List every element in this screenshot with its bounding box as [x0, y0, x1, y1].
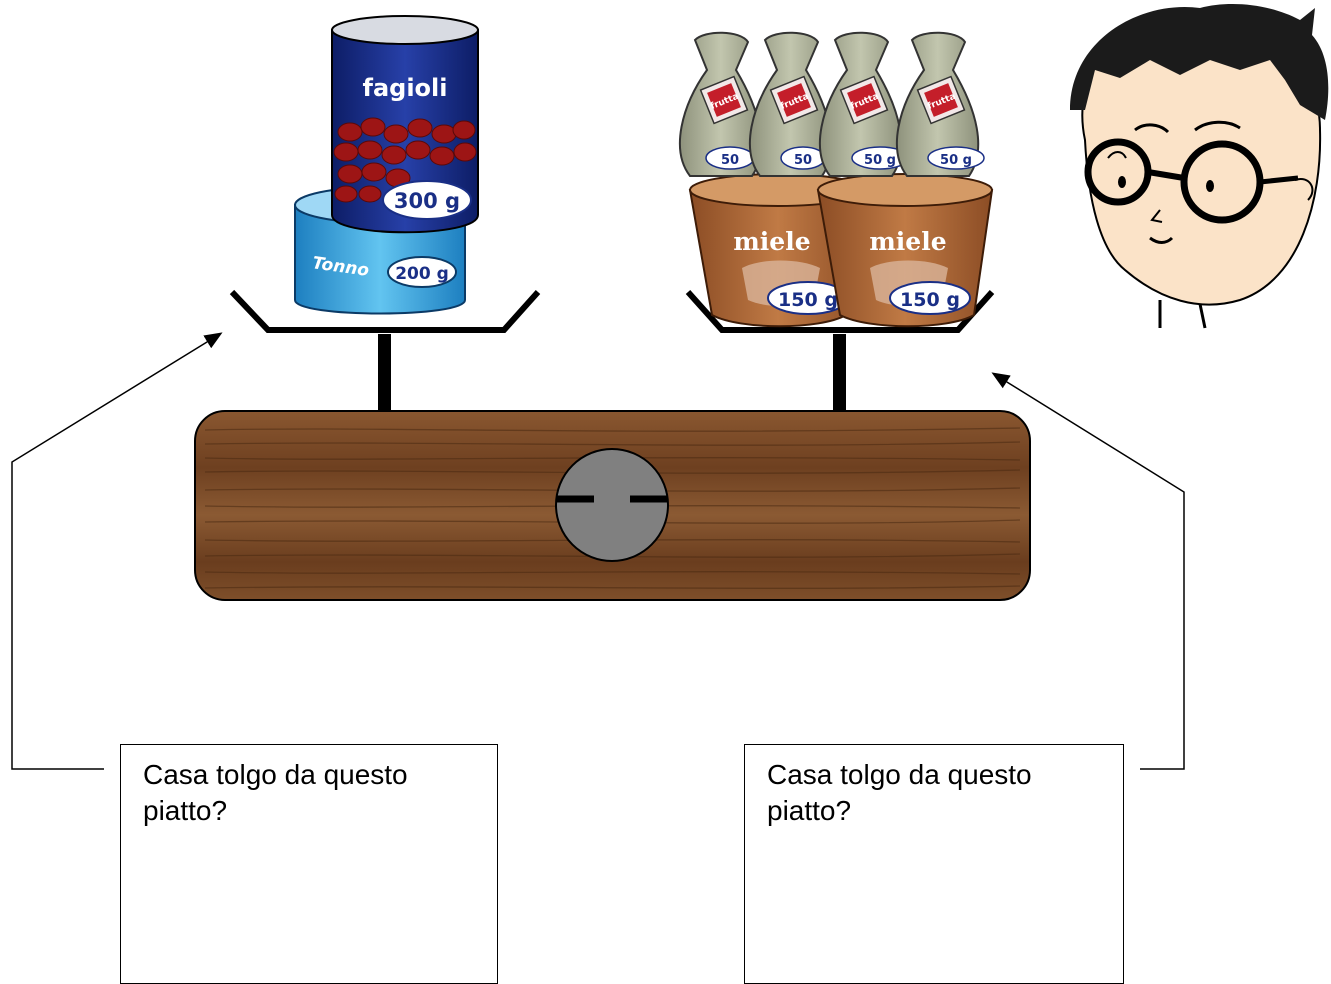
fruit-bag-4: frutta 50 g: [895, 31, 985, 177]
scale-dial: [555, 448, 669, 562]
honey-weight-1: 150 g: [778, 289, 838, 311]
right-question-text: Casa tolgo da questo piatto?: [767, 759, 1032, 826]
bag-weight-4: 50 g: [940, 153, 972, 168]
fruit-bag-1: frutta 50: [678, 31, 763, 177]
honey-label-1: miele: [733, 227, 810, 256]
bean-can: fagioli 300 g: [331, 15, 479, 234]
tuna-weight: 200 g: [395, 264, 449, 284]
left-arrow-connector: [11, 332, 223, 770]
left-question-box[interactable]: Casa tolgo da questo piatto?: [120, 744, 498, 984]
fruit-bag-2: frutta 50: [748, 31, 833, 177]
bean-weight: 300 g: [394, 189, 460, 213]
honey-jar-2: miele 150 g: [816, 173, 994, 328]
bag-weight-3: 50 g: [864, 153, 896, 168]
fruit-bag-3: frutta 50 g: [818, 31, 909, 177]
right-arrow-connector: [991, 372, 1185, 770]
bag-weight-2: 50: [794, 153, 812, 168]
bean-label: fagioli: [363, 74, 448, 102]
left-post: [378, 334, 391, 412]
right-post: [833, 334, 846, 412]
right-question-box[interactable]: Casa tolgo da questo piatto?: [744, 744, 1124, 984]
left-question-text: Casa tolgo da questo piatto?: [143, 759, 408, 826]
honey-weight-2: 150 g: [900, 289, 960, 311]
honey-label-2: miele: [869, 227, 946, 256]
left-pan: [229, 289, 541, 333]
bag-weight-1: 50: [721, 153, 739, 168]
thinking-boy-illustration: [1070, 4, 1329, 329]
